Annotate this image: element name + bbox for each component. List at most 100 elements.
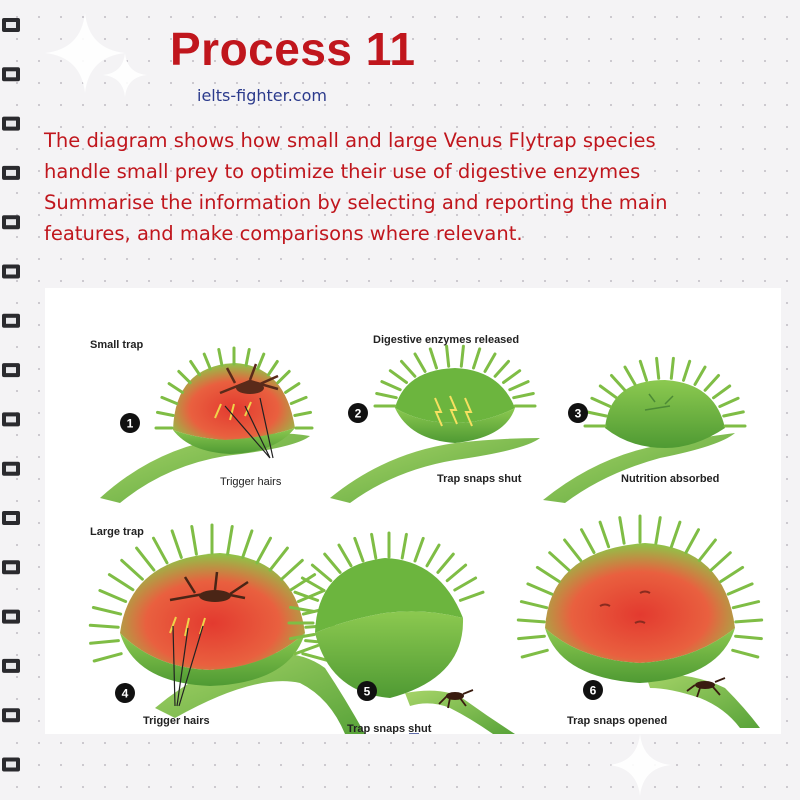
bristle [255,536,272,565]
bristle [296,589,326,603]
bristle [425,543,441,568]
bristle [226,525,234,556]
bristle [388,369,408,384]
bristle [217,348,224,367]
bristle [276,369,291,385]
bristle [170,529,183,559]
bristle [669,356,675,380]
bristle [684,528,700,554]
spiral-ring [2,165,20,180]
bristle [548,551,571,572]
bristle [189,360,202,377]
bristle [300,576,325,592]
bristle [289,395,308,405]
large-trap-step-4: 4 Trigger hairs [88,523,365,734]
bristle [310,563,333,583]
bristle [493,359,510,378]
task-line: Summarise the information by selecting a… [44,191,668,214]
bristle [731,648,760,659]
spiral-ring [2,560,20,575]
bristle [98,589,128,603]
bristle [107,573,135,592]
bristle [722,410,745,418]
bristle [598,520,611,549]
trap-snaps-shut-label: Trap snaps shut [347,723,432,734]
bristle [682,359,692,382]
bristle [483,352,497,373]
task-line: features, and make comparisons where rel… [44,222,523,245]
bristle [88,623,120,629]
trap-snaps-opened-label: Trap snaps opened [567,715,667,727]
bristle [580,528,596,554]
spiral-ring [2,658,20,673]
small-trap-step-3: 3 Nutrition absorbed [543,356,747,503]
bristle [502,369,522,384]
bristle [135,546,156,572]
bristle [453,576,478,592]
step-number: 4 [122,687,129,701]
bristle [380,380,402,392]
enzymes-released-label: Digestive enzymes released [373,334,519,346]
sparkle-icon [103,53,147,97]
bristle [266,360,279,377]
step-number: 3 [575,407,582,421]
bristle [458,590,485,602]
sparkle-icon [609,734,671,796]
bristle [445,563,468,583]
bristle [244,348,251,367]
task-line: The diagram shows how small and large Ve… [44,129,656,152]
spiral-ring [2,67,20,82]
bristle [563,538,583,562]
trigger-hairs-label: Trigger hairs [143,715,210,727]
bristle [520,648,549,659]
bristle [289,633,316,641]
bristle [726,582,754,596]
spiral-ring [2,116,20,131]
bristle [375,392,398,400]
bristle [734,634,763,641]
bristle [669,520,682,549]
small-trap-step-2: 2 Trap snaps shut [330,344,540,503]
bristle [156,410,175,417]
spiral-ring [2,461,20,476]
bristle [516,618,546,624]
step-number: 5 [364,685,371,699]
bristle [284,382,301,394]
bristle [472,347,482,370]
task-line: handle small prey to optimize their use … [44,160,641,183]
nutrition-absorbed-label: Nutrition absorbed [621,473,719,485]
bristle [719,565,745,583]
bristle [590,396,612,408]
bristle [598,384,618,400]
bristle [697,538,717,562]
diagram-panel: Small trap Digestive enzymes released La… [45,288,781,734]
bristle [323,552,342,574]
bristle [280,558,304,581]
bristle [655,356,661,380]
bristle [353,536,365,563]
bristle [241,529,254,559]
bristle [623,365,637,386]
bristle [413,352,427,373]
bristle [289,573,317,592]
spiral-binding [2,18,20,772]
spiral-ring [2,363,20,378]
bristle [177,369,192,385]
bristle [709,551,732,572]
bristle [370,532,378,560]
trigger-hairs-label: Trigger hairs [220,476,282,488]
small-trap-step-1: 1 Trigger hairs [100,346,314,503]
step-number: 2 [355,407,362,421]
bristle [731,600,761,610]
bristle [289,605,316,613]
large-trap-heading: Large trap [90,526,144,538]
spiral-ring [2,609,20,624]
page-title: Process 11 [170,23,416,75]
spiral-ring [2,708,20,723]
bristle [268,546,289,572]
website-label: ielts-fighter.com [197,86,327,105]
spiral-ring [2,757,20,772]
bristle [585,410,608,418]
bristle [428,347,438,370]
bristle [638,359,648,382]
